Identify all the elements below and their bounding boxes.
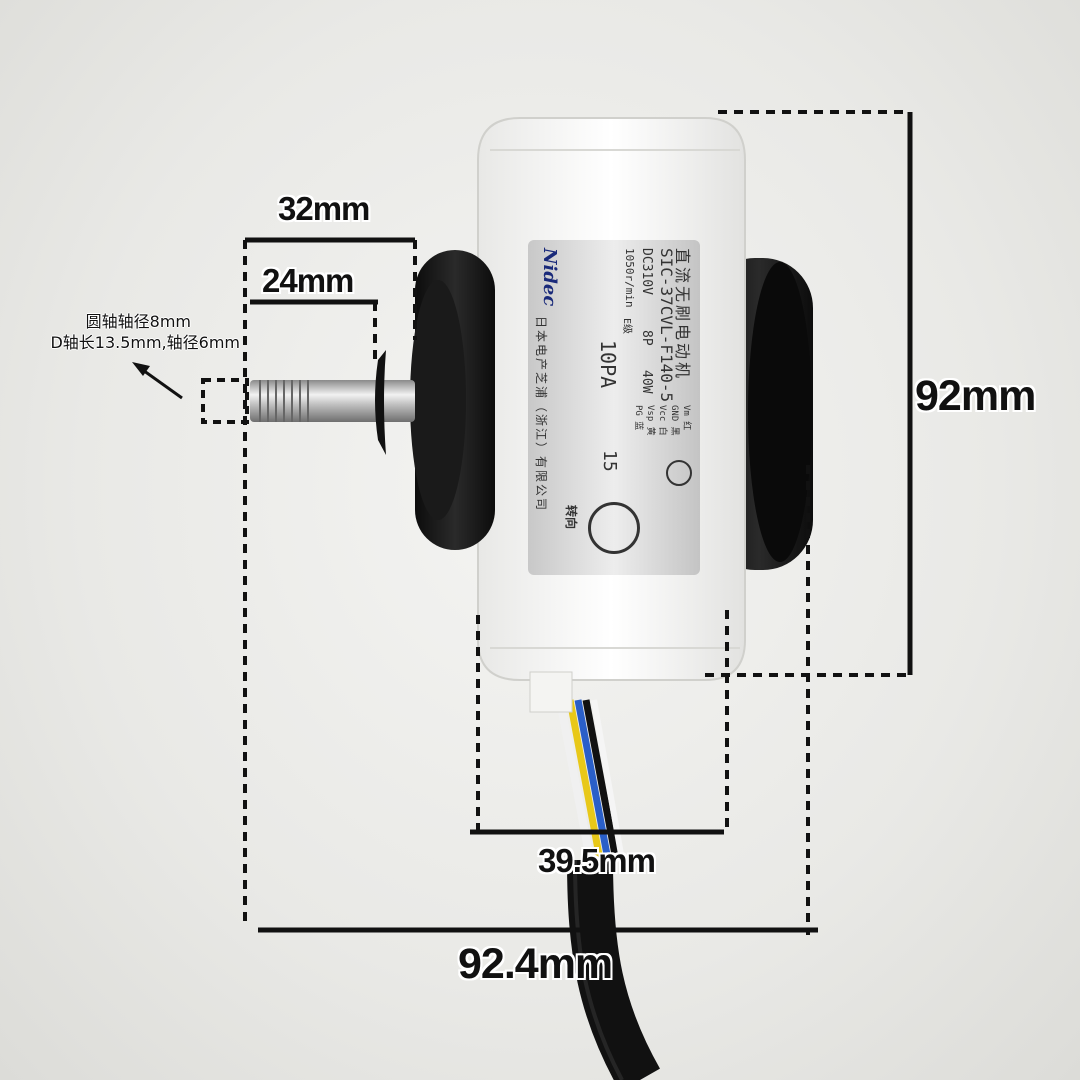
wire-bundle [556, 699, 625, 861]
motor-shaft [250, 350, 415, 455]
label-lot: 10PA [596, 340, 620, 389]
label-wire-vsp: Vsp 黄 [645, 405, 655, 436]
dimension-lines [201, 110, 913, 935]
front-rubber-mount [410, 250, 495, 550]
label-wire-pg: PG 蓝 [633, 405, 643, 431]
label-wire-vm: Vm 红 [681, 405, 691, 431]
label-maker: 日本电产芝浦（浙江）有限公司 [534, 316, 548, 513]
dim-height-92mm: 92mm [915, 372, 1036, 420]
label-power: 40W [639, 370, 654, 394]
label-lot-number: 15 [599, 450, 620, 472]
note-arrow [132, 362, 183, 400]
dim-width-92-4mm: 92.4mm [458, 940, 613, 988]
label-direction: 转向 [564, 505, 578, 530]
dim-shaft-24mm: 24mm [262, 262, 354, 299]
label-poles: 8P [639, 330, 654, 346]
dim-connector-39-5mm: 39.5mm [538, 842, 656, 879]
motor-label: Nidec 直流无刷电动机 SIC-37CVL-F140-5 DC310V 8P… [528, 240, 700, 575]
label-wire-vcc: Vcc 白 [657, 405, 667, 436]
label-grade: E级 [621, 318, 632, 335]
shaft-note-line1: 圆轴轴径8mm [85, 312, 191, 331]
shaft-note-line2: D轴长13.5mm,轴径6mm [50, 333, 240, 352]
dim-shaft-32mm: 32mm [278, 190, 370, 227]
label-model: SIC-37CVL-F140-5 [657, 248, 676, 403]
ccc-mark-icon [588, 502, 640, 554]
motor-symbol-icon [666, 460, 692, 486]
label-speed: 1050r/min [623, 248, 636, 308]
label-wire-gnd: GND 黑 [669, 405, 679, 436]
cable [567, 859, 661, 1080]
label-voltage: DC310V [639, 248, 654, 295]
label-brand: Nidec [539, 248, 560, 307]
